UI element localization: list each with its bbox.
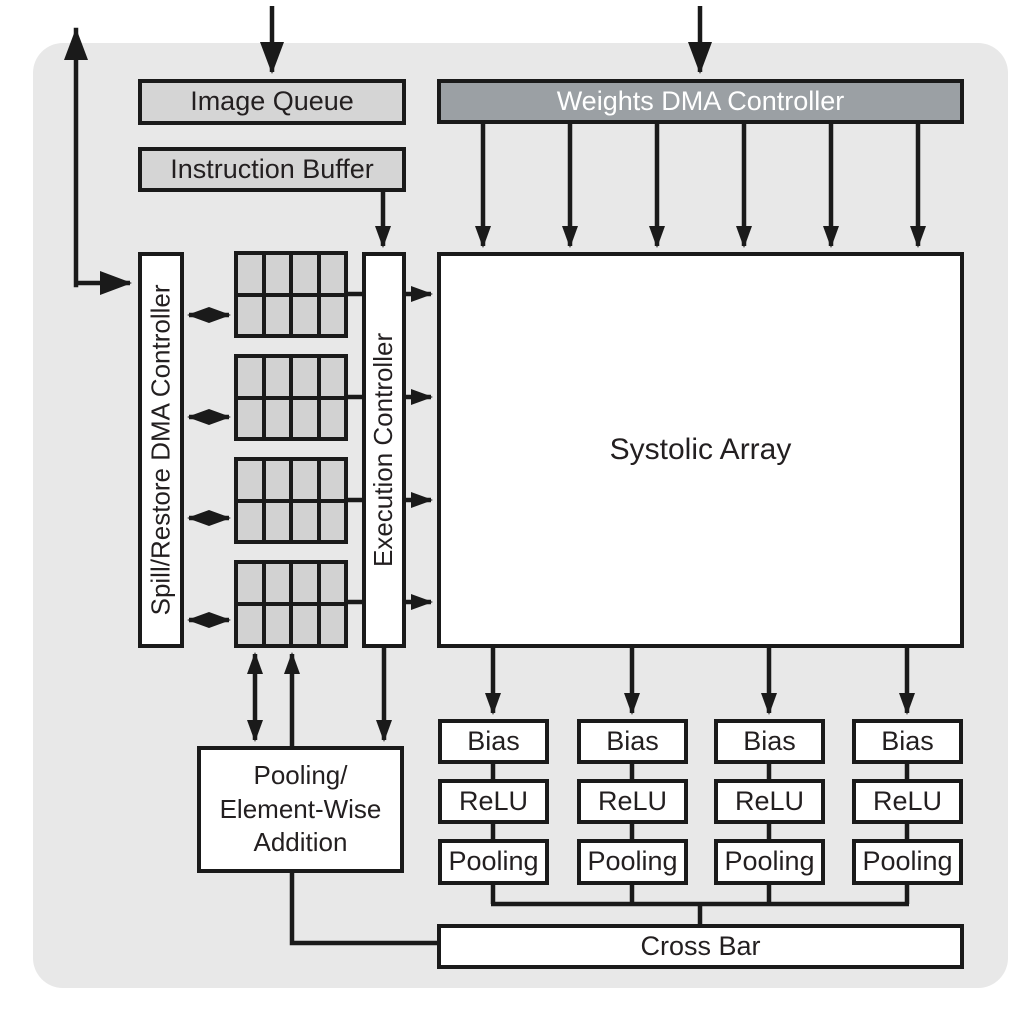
bias-box-4: Bias — [852, 719, 963, 764]
ewa-line-3: Addition — [253, 827, 348, 858]
relu-box-3: ReLU — [714, 779, 825, 824]
pooling-label: Pooling — [587, 846, 678, 877]
instruction-buffer-box: Instruction Buffer — [138, 147, 406, 192]
buffer-cell — [320, 606, 344, 644]
bias-label: Bias — [881, 725, 934, 756]
relu-label: ReLU — [734, 785, 805, 816]
relu-box-1: ReLU — [438, 779, 549, 824]
pooling-label: Pooling — [448, 846, 539, 877]
unified-buffer-bank-3 — [234, 457, 348, 544]
buffer-cell — [265, 461, 289, 499]
bias-label: Bias — [467, 725, 520, 756]
buffer-cell — [293, 358, 317, 396]
buffer-cell — [320, 296, 344, 334]
unified-buffer-bank-4 — [234, 560, 348, 648]
cross-bar-box: Cross Bar — [437, 924, 964, 969]
buffer-cell — [265, 399, 289, 437]
execution-controller-box: Execution Controller — [362, 252, 406, 648]
buffer-cell — [238, 358, 262, 396]
buffer-cell — [320, 461, 344, 499]
unified-buffer-bank-1 — [234, 251, 348, 338]
ewa-line-1: Pooling/ — [253, 759, 348, 790]
pooling-label: Pooling — [862, 846, 953, 877]
buffer-cell — [265, 564, 289, 602]
image-queue-label: Image Queue — [190, 86, 354, 117]
pooling-element-wise-addition-box: Pooling/ Element-Wise Addition — [197, 746, 404, 873]
buffer-cell — [265, 255, 289, 293]
buffer-cell — [320, 358, 344, 396]
relu-label: ReLU — [872, 785, 943, 816]
buffer-cell — [238, 606, 262, 644]
buffer-cell — [265, 296, 289, 334]
relu-label: ReLU — [597, 785, 668, 816]
pooling-box-2: Pooling — [577, 839, 688, 885]
systolic-array-box: Systolic Array — [437, 252, 964, 648]
unified-buffer-bank-2 — [234, 354, 348, 441]
relu-label: ReLU — [458, 785, 529, 816]
buffer-cell — [320, 255, 344, 293]
buffer-cell — [293, 255, 317, 293]
pooling-box-3: Pooling — [714, 839, 825, 885]
bias-label: Bias — [743, 725, 796, 756]
buffer-cell — [265, 502, 289, 540]
buffer-cell — [293, 296, 317, 334]
ewa-line-2: Element-Wise — [219, 793, 382, 824]
buffer-cell — [238, 399, 262, 437]
buffer-cell — [293, 606, 317, 644]
buffer-cell — [293, 399, 317, 437]
buffer-cell — [238, 564, 262, 602]
relu-box-2: ReLU — [577, 779, 688, 824]
bias-box-1: Bias — [438, 719, 549, 764]
instruction-buffer-label: Instruction Buffer — [170, 153, 374, 184]
execution-controller-label: Execution Controller — [368, 332, 399, 568]
buffer-cell — [293, 564, 317, 602]
buffer-cell — [265, 606, 289, 644]
buffer-cell — [320, 399, 344, 437]
pooling-element-wise-addition-label: Pooling/ Element-Wise Addition — [220, 759, 382, 860]
pooling-label: Pooling — [724, 846, 815, 877]
buffer-cell — [238, 255, 262, 293]
buffer-cell — [320, 564, 344, 602]
weights-dma-controller-box: Weights DMA Controller — [437, 79, 964, 124]
bias-box-3: Bias — [714, 719, 825, 764]
buffer-cell — [238, 296, 262, 334]
buffer-cell — [320, 502, 344, 540]
buffer-cell — [293, 502, 317, 540]
image-queue-box: Image Queue — [138, 79, 406, 125]
weights-dma-controller-label: Weights DMA Controller — [556, 85, 845, 116]
pooling-box-1: Pooling — [438, 839, 549, 885]
buffer-cell — [265, 358, 289, 396]
cross-bar-label: Cross Bar — [640, 930, 761, 961]
bias-label: Bias — [606, 725, 659, 756]
spill-restore-dma-controller-box: Spill/Restore DMA Controller — [138, 252, 184, 648]
buffer-cell — [293, 461, 317, 499]
relu-box-4: ReLU — [852, 779, 963, 824]
buffer-cell — [238, 502, 262, 540]
buffer-cell — [238, 461, 262, 499]
bias-box-2: Bias — [577, 719, 688, 764]
systolic-array-label: Systolic Array — [609, 432, 792, 466]
spill-restore-dma-controller-label: Spill/Restore DMA Controller — [145, 284, 176, 616]
pooling-box-4: Pooling — [852, 839, 963, 885]
